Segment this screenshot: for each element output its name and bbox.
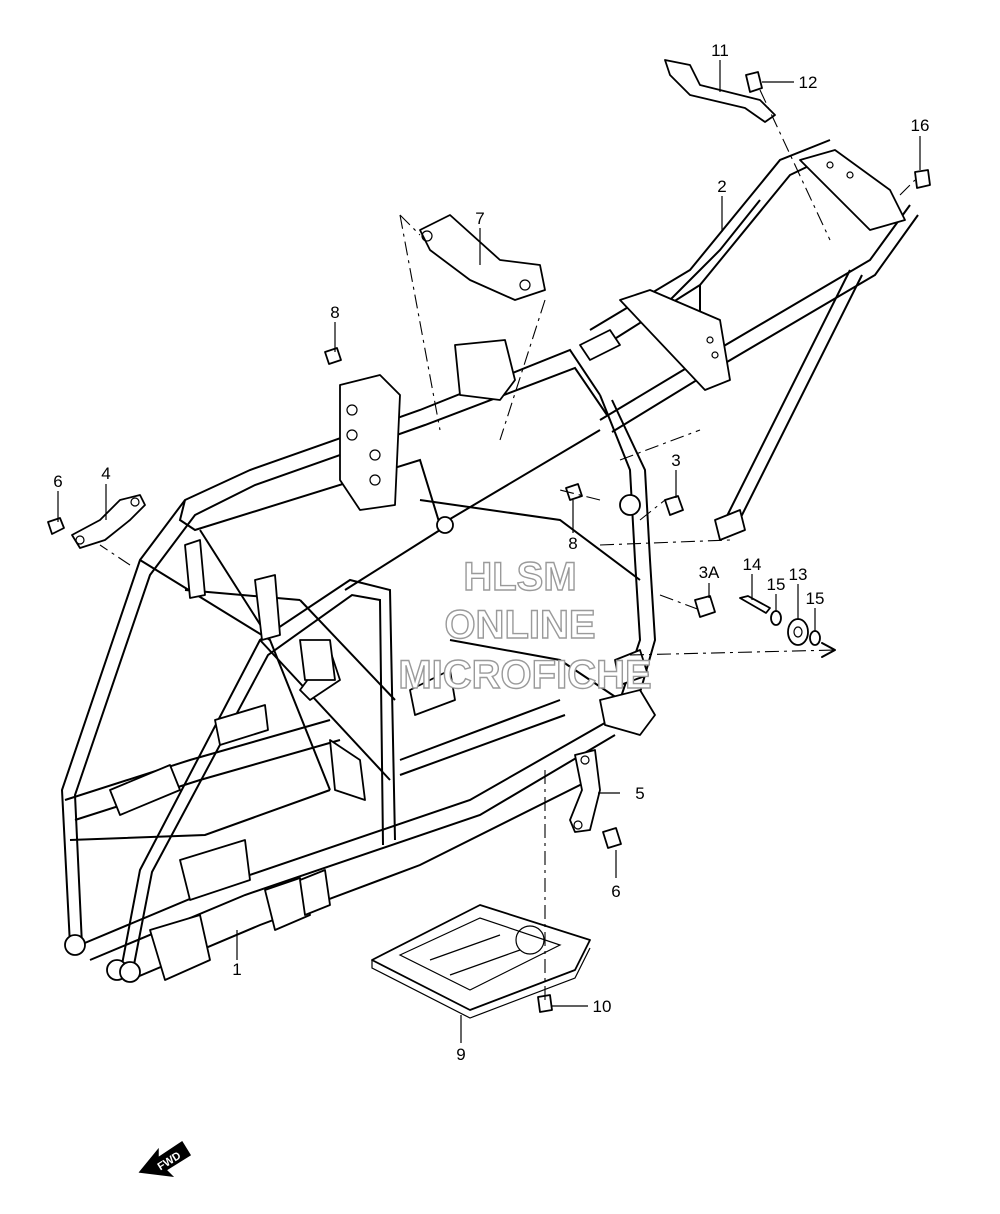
callout-15-left: 15 — [767, 575, 786, 594]
watermark-line3: MICROFICHE — [398, 653, 651, 697]
callout-5: 5 — [635, 784, 644, 803]
callout-3: 3 — [671, 451, 680, 470]
callout-8-mid: 8 — [568, 534, 577, 553]
callout-12: 12 — [799, 73, 818, 92]
skid-plate-9 — [371, 904, 591, 1019]
callout-13: 13 — [789, 565, 808, 584]
callout-3a: 3A — [699, 563, 720, 582]
callout-11: 11 — [711, 41, 729, 60]
leader-lines — [57, 60, 921, 1043]
callout-6-left: 6 — [53, 472, 62, 491]
callout-2: 2 — [717, 177, 726, 196]
callout-15-right: 15 — [806, 589, 825, 608]
main-frame — [60, 339, 657, 983]
callout-10: 10 — [593, 997, 612, 1016]
bracket-7 — [419, 214, 546, 301]
plate-4 — [71, 494, 146, 549]
callout-1: 1 — [232, 960, 241, 979]
plate-5 — [569, 749, 601, 833]
fwd-arrow: FWD — [138, 1140, 192, 1178]
watermark: HLSM ONLINE MICROFICHE — [398, 554, 653, 697]
callout-8-top: 8 — [330, 303, 339, 322]
callout-16: 16 — [911, 116, 930, 135]
watermark-line2: ONLINE — [444, 603, 595, 647]
rear-subframe — [579, 139, 919, 541]
alignment-lines — [99, 89, 916, 1000]
callout-7: 7 — [475, 209, 484, 228]
callout-14: 14 — [743, 555, 762, 574]
callout-9: 9 — [456, 1045, 465, 1064]
callout-6-right: 6 — [611, 882, 620, 901]
callouts: 1 2 3 3A 4 5 6 6 7 8 8 9 10 11 12 13 14 … — [53, 41, 929, 1064]
fasteners — [47, 71, 931, 1013]
watermark-line1: HLSM — [463, 555, 576, 599]
callout-4: 4 — [101, 464, 110, 483]
